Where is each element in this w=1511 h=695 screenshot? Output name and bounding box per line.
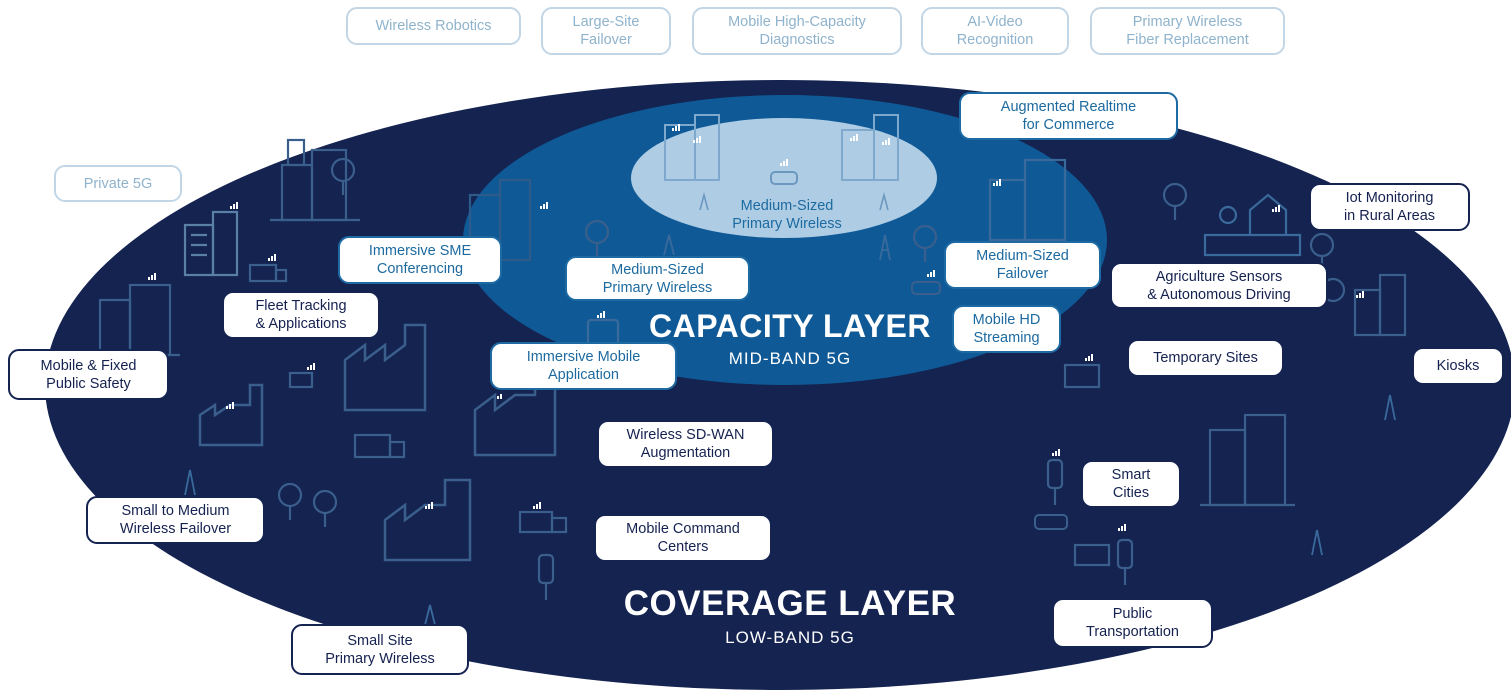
label-primary-wireless-fiber-replacement: Primary Wireless Fiber Replacement [1090,7,1285,55]
signal-icon [672,124,890,166]
label-immersive-mobile-application: Immersive Mobile Application [490,342,677,390]
building-icon [270,138,360,222]
label-kiosks: Kiosks [1412,347,1504,385]
label-agriculture-sensors: Agriculture Sensors & Autonomous Driving [1110,262,1328,309]
label-small-site-primary-wireless: Small Site Primary Wireless [291,624,469,675]
coverage-layer-ellipse [45,80,1511,690]
traffic-light-icon [537,458,1134,600]
label-public-safety: Mobile & Fixed Public Safety [8,349,169,400]
capacity-layer-subtitle: MID-BAND 5G [728,349,852,368]
label-mobile-high-capacity-diagnostics: Mobile High-Capacity Diagnostics [692,7,902,55]
coverage-layer-title: COVERAGE LAYER [623,584,957,623]
label-medium-sized-primary-wireless: Medium-Sized Primary Wireless [565,256,750,301]
label-wireless-robotics: Wireless Robotics [346,7,521,45]
label-large-site-failover: Large-Site Failover [541,7,671,55]
car-icon [770,171,798,185]
label-temporary-sites: Temporary Sites [1127,339,1284,377]
label-small-medium-failover: Small to Medium Wireless Failover [86,496,265,544]
building-icon [1200,413,1295,507]
building-icon [183,210,239,277]
label-medium-sized-failover: Medium-Sized Failover [944,241,1101,289]
signal-icon [148,179,1364,531]
capacity-layer-ellipse [463,95,1107,385]
label-augmented-realtime-commerce: Augmented Realtime for Commerce [959,92,1178,140]
building-icon [1353,273,1407,337]
label-mobile-hd-streaming: Mobile HD Streaming [952,305,1061,353]
factory-icon [198,323,557,562]
label-fleet-tracking: Fleet Tracking & Applications [222,291,380,339]
truck-icon [248,263,1111,567]
label-ai-video-recognition: AI-Video Recognition [921,7,1069,55]
label-smart-cities: Smart Cities [1081,460,1181,508]
label-private-5g: Private 5G [54,165,182,202]
car-icon [911,281,1068,530]
label-immersive-sme-conferencing: Immersive SME Conferencing [338,236,502,284]
label-wireless-sd-wan: Wireless SD-WAN Augmentation [597,420,774,468]
tower-icon [184,234,1396,626]
tower-icon [699,191,889,211]
label-core-medium-sized-primary-wireless: Medium-Sized Primary Wireless [732,198,842,232]
label-public-transportation: Public Transportation [1052,598,1213,648]
capacity-layer-title: CAPACITY LAYER [648,308,931,344]
label-mobile-command-centers: Mobile Command Centers [594,514,772,562]
farm-icon [1203,193,1302,257]
label-iot-monitoring-rural: Iot Monitoring in Rural Areas [1309,183,1470,231]
tree-icon [277,157,1346,527]
coverage-layer-subtitle: LOW-BAND 5G [725,628,855,647]
building-icon [988,158,1067,242]
